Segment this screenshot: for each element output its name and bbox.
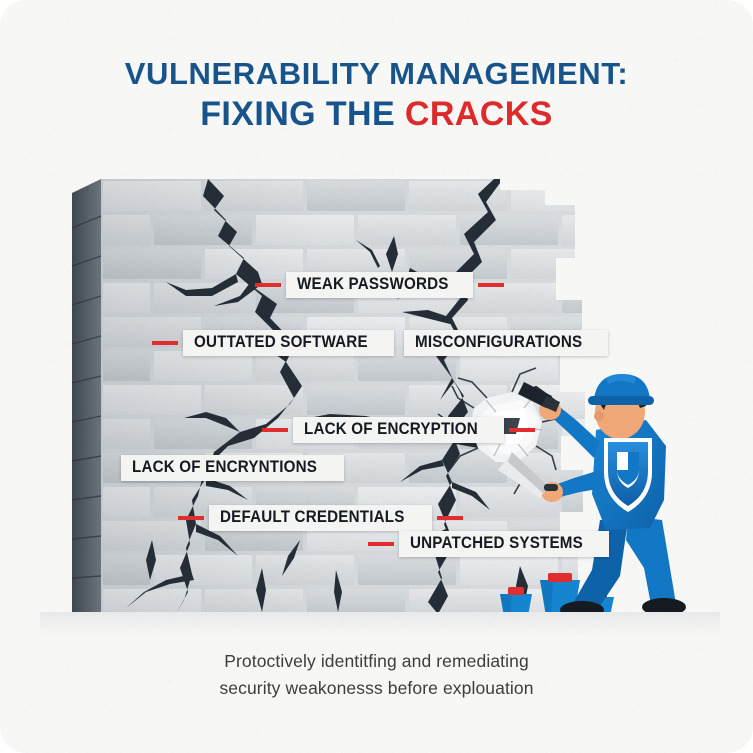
chip-box: WEAK PASSWORDS [286,272,473,298]
worker-back-leg [568,520,628,612]
chip-box: MISCONFIGURATIONS [404,330,608,356]
label-text: LACK OF ENCRYPTION [304,420,478,438]
chip-box: DEFAULT CREDENTIALS [209,505,432,531]
label-lack-of-encryntions[interactable]: LACK OF ENCRYNTIONS [90,455,375,481]
label-outdated-software[interactable]: OUTTATED SOFTWARE [152,330,425,356]
label-unpatched-systems[interactable]: UNPATCHED SYSTEMS [368,531,640,557]
ground-shadow [40,612,720,636]
title-line-2-accent: CRACKS [404,95,553,133]
worker-hammer-arm [548,404,600,458]
chip-box: UNPATCHED SYSTEMS [399,531,609,557]
title-line-2: FIXING THE CRACKS [0,94,753,134]
chip-dash-left-icon [178,516,204,520]
security-shield-emblem [604,438,652,512]
worker-trowel-arm [552,470,604,498]
title-line-2-prefix: FIXING THE [200,95,405,133]
wall-side-face [72,179,101,613]
caption-line-2: security weakonesss before explouation [219,678,534,698]
label-text: MISCONFIGURATIONS [415,333,583,351]
chip-box: LACK OF ENCRYPTION [293,417,505,443]
chip-dash-right-icon [509,428,536,432]
construction-worker-with-hammer [498,374,686,619]
page-title: VULNERABILITY MANAGEMENT: FIXING THE CRA… [0,54,753,134]
worker-ear [594,411,604,421]
label-default-credentials[interactable]: DEFAULT CREDENTIALS [178,505,463,531]
chip-box: OUTTATED SOFTWARE [183,330,394,356]
label-misconfigurations[interactable]: MISCONFIGURATIONS [373,330,639,356]
trowel [498,452,558,498]
chip-dash-right-icon [477,283,504,287]
label-text: WEAK PASSWORDS [297,275,449,293]
worker-front-leg [626,516,676,610]
label-text: DEFAULT CREDENTIALS [220,508,405,526]
worker-hard-hat [588,374,654,405]
wall-side-seams [71,215,102,579]
label-text: OUTTATED SOFTWARE [194,333,368,351]
label-text: UNPATCHED SYSTEMS [410,534,583,552]
chip-dash-left-icon [152,341,178,345]
caption-line-1: Protoctively identitfing and remediating [224,651,529,671]
chip-dash-left-icon [262,428,288,432]
hammer [518,382,560,412]
chip-dash-left-icon [368,542,394,546]
title-line-1: VULNERABILITY MANAGEMENT: [124,56,629,91]
chip-dash-right-icon [436,516,463,520]
label-weak-passwords[interactable]: WEAK PASSWORDS [255,272,504,298]
label-text: LACK OF ENCRYNTIONS [132,458,318,476]
label-lack-of-encryption[interactable]: LACK OF ENCRYPTION [262,417,536,443]
chip-dash-left-icon [255,283,281,287]
worker-front-shoe [642,598,686,616]
chip-box: LACK OF ENCRYNTIONS [121,455,345,481]
caption-block: Protoctively identitfing and remediating… [0,648,753,702]
